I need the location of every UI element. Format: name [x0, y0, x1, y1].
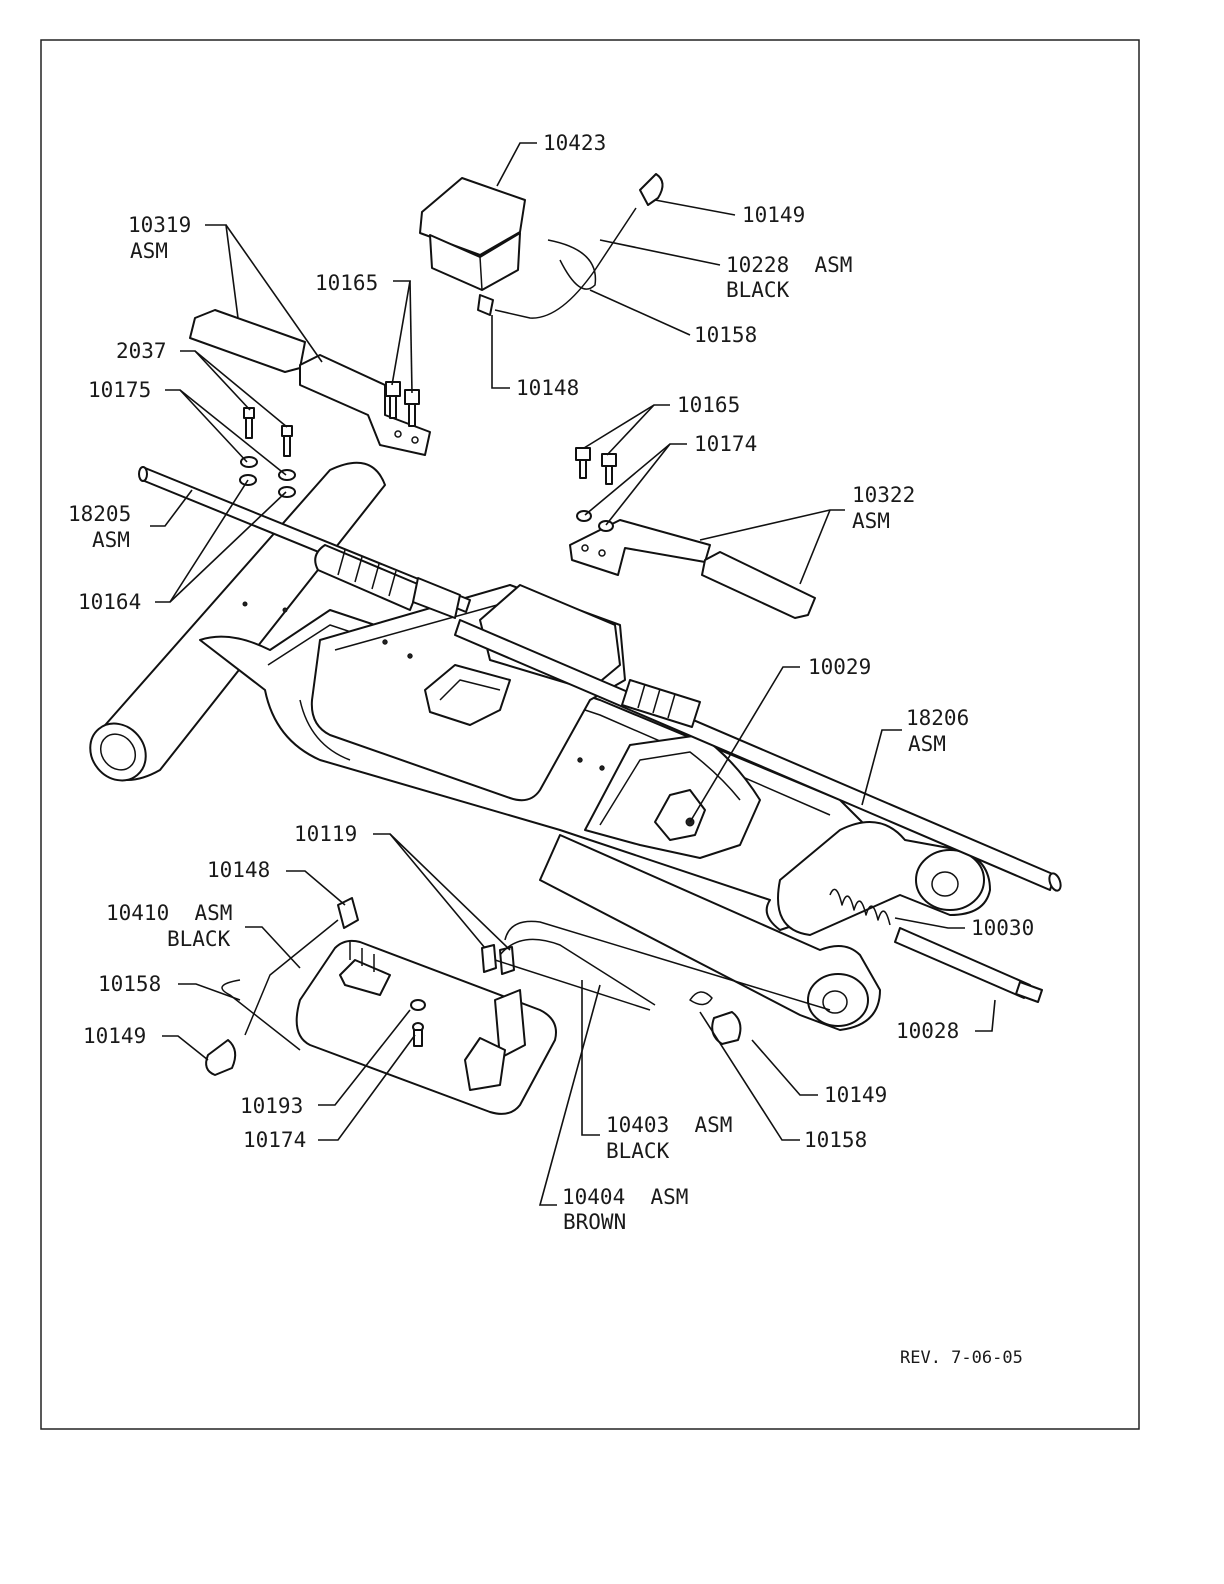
label-10165-right: 10165 — [677, 393, 740, 417]
label-10175: 10175 — [88, 378, 151, 402]
label-10165-left: 10165 — [315, 271, 378, 295]
label-2037: 2037 — [116, 339, 167, 363]
label-18206-asm: ASM — [908, 732, 946, 756]
label-10148-bottom: 10148 — [207, 858, 270, 882]
label-10228: 10228 ASM — [726, 253, 852, 277]
bracket-10322 — [570, 520, 815, 618]
label-10149-right: 10149 — [824, 1083, 887, 1107]
label-10119: 10119 — [294, 822, 357, 846]
label-10193: 10193 — [240, 1094, 303, 1118]
label-18205-asm: ASM — [92, 528, 130, 552]
label-10174-top: 10174 — [694, 432, 757, 456]
label-10148-top: 10148 — [516, 376, 579, 400]
label-10410-color: BLACK — [167, 927, 231, 951]
label-10149-left: 10149 — [83, 1024, 146, 1048]
label-10423: 10423 — [543, 131, 606, 155]
label-10158-right: 10158 — [804, 1128, 867, 1152]
label-10322: 10322 — [852, 483, 915, 507]
label-10403: 10403 ASM — [606, 1113, 732, 1137]
label-10158-left: 10158 — [98, 972, 161, 996]
label-10029: 10029 — [808, 655, 871, 679]
label-10404-color: BROWN — [563, 1210, 626, 1234]
label-10228-color: BLACK — [726, 278, 790, 302]
label-10028: 10028 — [896, 1019, 959, 1043]
label-18205: 18205 — [68, 502, 131, 526]
label-10164: 10164 — [78, 590, 141, 614]
label-10410: 10410 ASM — [106, 901, 232, 925]
switch-cover-part — [420, 178, 525, 290]
label-10404: 10404 ASM — [562, 1185, 688, 1209]
label-10158-top: 10158 — [694, 323, 757, 347]
label-10322-asm: ASM — [852, 509, 890, 533]
label-10319: 10319 — [128, 213, 191, 237]
label-10319-asm: ASM — [130, 239, 168, 263]
label-10174-bottom: 10174 — [243, 1128, 306, 1152]
label-18206: 18206 — [906, 706, 969, 730]
revision-label: REV. 7-06-05 — [900, 1348, 1023, 1368]
label-10149-top: 10149 — [742, 203, 805, 227]
label-10030: 10030 — [971, 916, 1034, 940]
label-10403-color: BLACK — [606, 1139, 670, 1163]
